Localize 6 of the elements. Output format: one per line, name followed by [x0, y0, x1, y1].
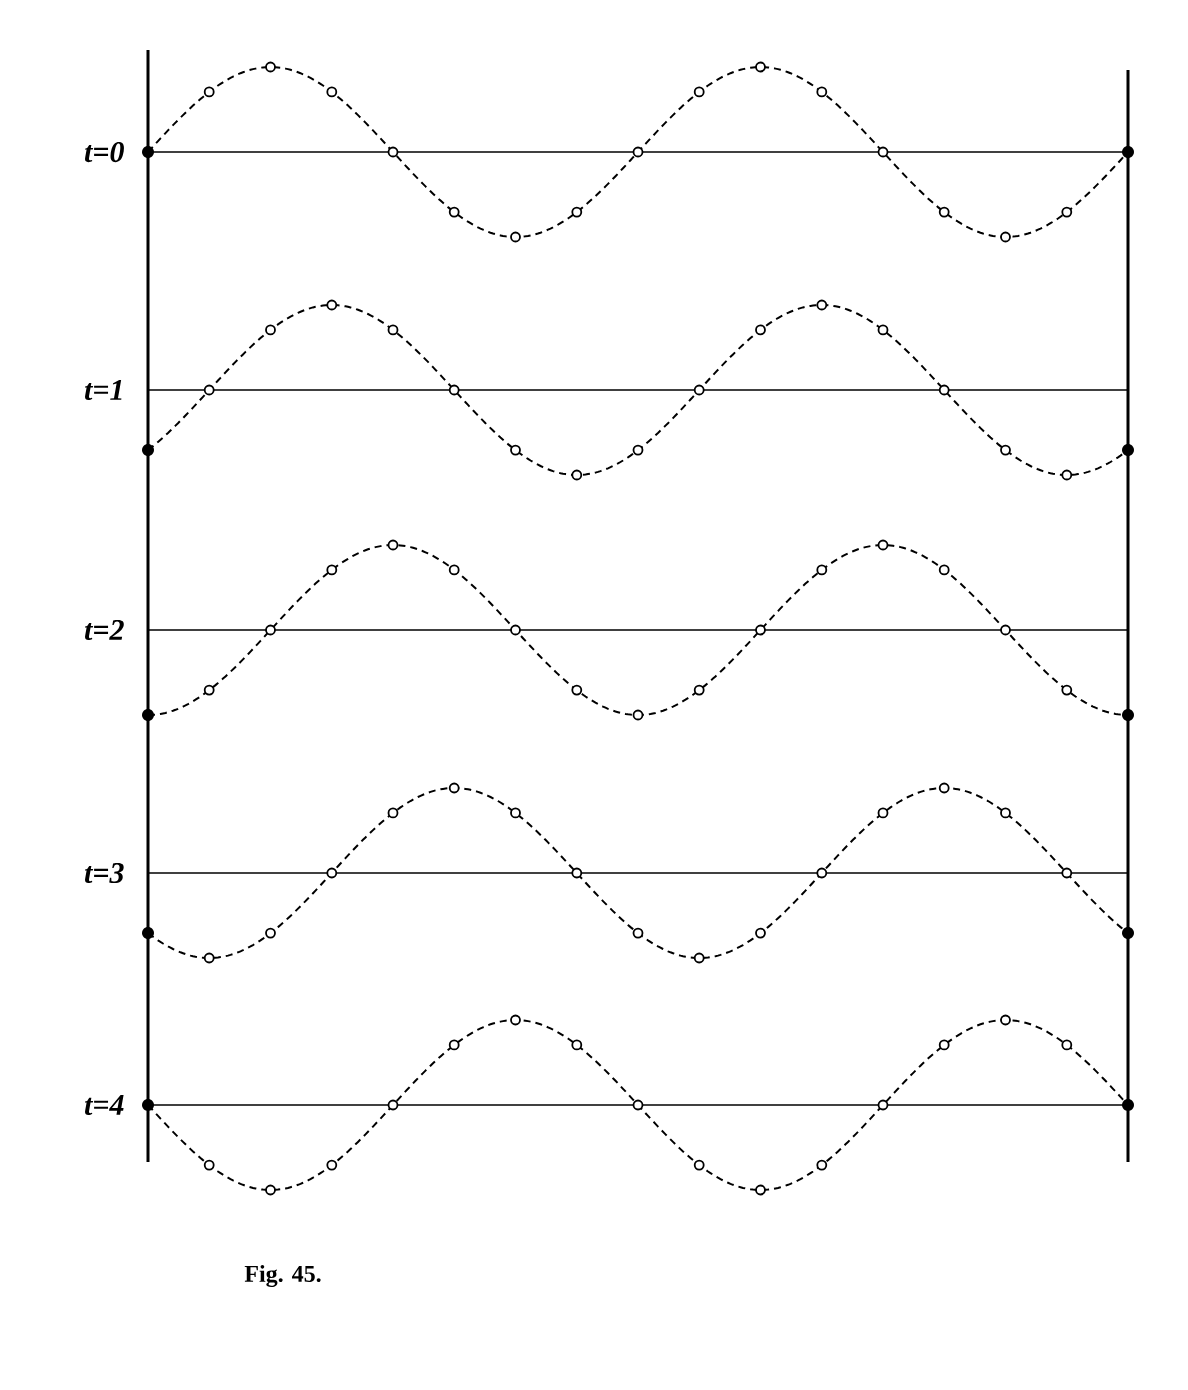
time-label: t=1: [84, 379, 122, 401]
time-label: t=0: [84, 141, 124, 163]
time-label: t=2: [84, 619, 124, 641]
time-label: t=3: [84, 862, 124, 884]
time-label: t=4: [84, 1095, 124, 1116]
figure-caption: Fig. 45.: [244, 1265, 321, 1287]
